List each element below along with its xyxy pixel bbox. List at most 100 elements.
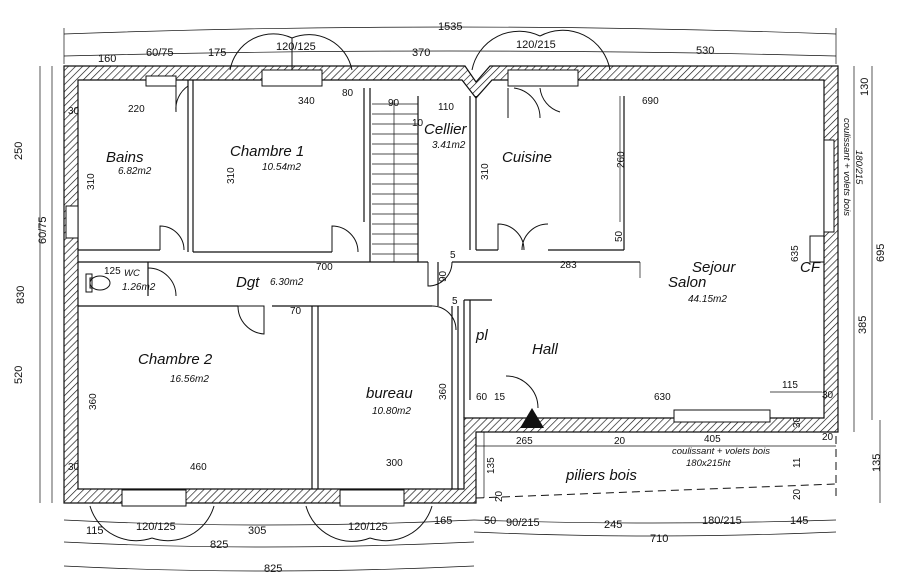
dim-top-160: 160 (98, 53, 116, 65)
dim-265: 265 (516, 436, 533, 447)
label-piliers-bois: piliers bois (565, 467, 637, 484)
room-label-dgt: Dgt (236, 274, 260, 291)
room-area-dgt: 6.30m2 (270, 277, 304, 288)
dim-135: 135 (486, 457, 497, 474)
dim-11: 11 (792, 457, 803, 468)
room-label-pl: pl (475, 327, 488, 344)
dim-310-b: 310 (226, 167, 237, 184)
room-label-cellier: Cellier (424, 121, 468, 138)
dim-630: 630 (654, 392, 671, 403)
dim-bottom-245: 245 (604, 519, 622, 531)
dim-bottom-825-b: 825 (264, 563, 282, 575)
dim-top-120215: 120/215 (516, 39, 556, 51)
room-area-chambre1: 10.54m2 (262, 162, 301, 173)
room-label-wc: WC (124, 268, 140, 279)
dim-115: 115 (782, 380, 798, 391)
dim-left-830: 830 (15, 286, 27, 304)
dim-bottom-115: 115 (86, 525, 104, 537)
room-label-hall: Hall (532, 341, 559, 358)
dim-30-d: 30 (68, 462, 80, 473)
dim-125: 125 (104, 266, 121, 277)
room-label-sejour: Sejour (692, 259, 736, 276)
dim-bottom-165: 165 (434, 515, 452, 527)
dim-bottom-180215: 180/215 (702, 515, 742, 527)
dim-20-a: 20 (614, 436, 626, 447)
note-coulissant-right: coulissant + volets bois (841, 118, 852, 216)
dim-310-c: 310 (480, 163, 491, 180)
dim-300: 300 (386, 458, 403, 469)
dim-460: 460 (190, 462, 207, 473)
dim-top-175: 175 (208, 47, 226, 59)
dim-700: 700 (316, 262, 333, 273)
room-area-sejour: 44.15m2 (688, 294, 727, 305)
dim-20-c: 20 (792, 488, 803, 500)
room-area-wc: 1.26m2 (122, 282, 156, 293)
dim-30-a: 30 (68, 106, 80, 117)
dim-340: 340 (298, 96, 315, 107)
dim-110: 110 (438, 102, 454, 113)
dim-80: 80 (342, 88, 354, 99)
dim-left-250: 250 (13, 142, 25, 160)
dim-20-d: 20 (494, 490, 505, 502)
dim-top-total: 1535 (438, 21, 462, 33)
dim-360-b: 360 (438, 383, 449, 400)
dim-top-530: 530 (696, 45, 714, 57)
room-area-bains: 6.82m2 (118, 166, 152, 177)
dim-635: 635 (790, 245, 801, 262)
room-label-bureau: bureau (366, 385, 413, 402)
dim-90: 90 (388, 98, 400, 109)
dim-bottom-50: 50 (484, 515, 496, 527)
note-coulissant-bottom: coulissant + volets bois (672, 446, 770, 457)
fixtures (85, 273, 111, 293)
dim-10: 10 (412, 118, 424, 129)
note-coulissant-right-size: 180/215 (853, 150, 864, 185)
room-label-chambre2: Chambre 2 (138, 351, 213, 368)
room-label-cuisine: Cuisine (502, 149, 552, 166)
dim-left-6075: 60/75 (37, 216, 49, 244)
note-coulissant-bottom-size: 180x215ht (686, 458, 731, 469)
terrace (475, 432, 837, 499)
dim-bottom-120125-b: 120/125 (348, 521, 388, 533)
dim-right-135: 135 (871, 454, 883, 472)
dim-right-385: 385 (857, 316, 869, 334)
label-cf: CF (800, 259, 821, 276)
dim-690: 690 (642, 96, 659, 107)
interior-walls (78, 80, 640, 489)
interior-doors (147, 84, 549, 409)
dim-5-b: 5 (452, 296, 458, 307)
dim-right-695: 695 (875, 244, 887, 262)
room-area-cellier: 3.41m2 (432, 140, 466, 151)
dim-310-a: 310 (86, 173, 97, 190)
dim-top-120125: 120/125 (276, 41, 316, 53)
dim-bottom-90215: 90/215 (506, 517, 540, 529)
entrance-arrow-icon (520, 408, 544, 428)
dim-left-520: 520 (13, 366, 25, 384)
dim-90-b: 90 (438, 270, 449, 282)
dim-bottom-305: 305 (248, 525, 266, 537)
dim-top-6075: 60/75 (146, 47, 174, 59)
dim-right-130: 130 (859, 78, 871, 96)
dim-bottom-120125: 120/125 (136, 521, 176, 533)
dim-bottom-825-a: 825 (210, 539, 228, 551)
dim-70: 70 (290, 306, 302, 317)
dim-30-c: 30 (792, 416, 803, 428)
dim-15: 15 (494, 392, 506, 403)
dim-top-370: 370 (412, 47, 430, 59)
dim-260: 260 (616, 151, 627, 168)
dim-405: 405 (704, 434, 721, 445)
dimension-lines (39, 26, 881, 572)
dim-30-b: 30 (822, 390, 834, 401)
dim-220: 220 (128, 104, 145, 115)
dim-20-b: 20 (822, 432, 834, 443)
dim-50: 50 (614, 230, 625, 242)
room-area-chambre2: 16.56m2 (170, 374, 209, 385)
room-label-salon: Salon (668, 274, 706, 291)
dim-5-a: 5 (450, 250, 456, 261)
room-area-bureau: 10.80m2 (372, 406, 411, 417)
dim-60: 60 (476, 392, 488, 403)
exterior-windows (65, 29, 835, 542)
dim-283: 283 (560, 260, 577, 271)
room-label-bains: Bains (106, 149, 144, 166)
room-label-chambre1: Chambre 1 (230, 143, 304, 160)
